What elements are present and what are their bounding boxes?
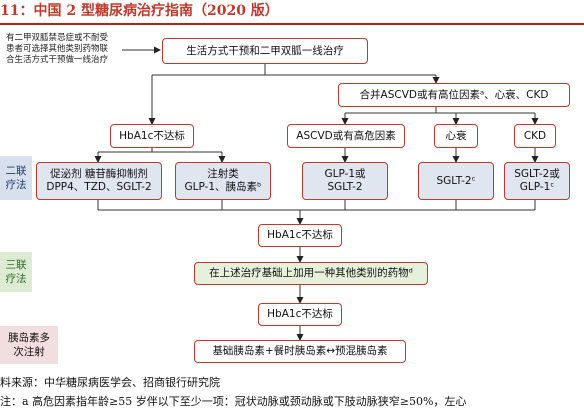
injectables-line-1: 注射类 — [207, 168, 239, 180]
injectables-line-2: GLP-1、胰岛素ᵇ — [184, 181, 262, 193]
glp1-or-sglt2-box: GLP-1或 SGLT-2 — [302, 162, 388, 200]
insulin-regimen-box: 基础胰岛素+餐时胰岛素↔预混胰岛素 — [194, 340, 406, 363]
ascvd-box: ASCVD或有高危因素 — [287, 124, 405, 148]
oral-agents-line-1: 促泌剂 糖苷酶抑制剂 — [50, 168, 148, 180]
sglt2-box: SGLT-2ᶜ — [418, 162, 494, 200]
insulin-therapy-label-line-2: 次注射 — [13, 346, 45, 358]
notes-footnote: 注：a 高危因素指年龄≥55 岁伴以下至少一项：冠状动脉或颈动脉或下肢动脉狭窄≥… — [0, 395, 467, 408]
dual-therapy-label-line-1: 二联 — [5, 165, 27, 177]
oral-agents-box: 促泌剂 糖苷酶抑制剂 DPP4、TZD、SGLT-2 — [36, 162, 162, 200]
glp1-or-sglt2-line-2: SGLT-2 — [327, 181, 363, 193]
title-divider — [0, 23, 584, 25]
top-note-line-1: 有二甲双胍禁忌症或不耐受 — [6, 33, 109, 43]
insulin-therapy-label: 胰岛素多 次注射 — [0, 326, 58, 364]
glp1-or-sglt2-line-1: GLP-1或 — [324, 168, 366, 180]
combined-conditions-box: 合并ASCVD或有高位因素ᵃ、心衰、CKD — [338, 83, 570, 107]
triple-therapy-label-line-2: 疗法 — [5, 273, 27, 285]
hba1c-not-met-box-3: HbA1c不达标 — [258, 303, 342, 326]
top-note-line-2: 患者可选择其他类别药物联 — [6, 44, 109, 54]
ckd-therapy-line-2: GLP-1ᶜ — [519, 181, 555, 193]
heart-failure-box: 心衰 — [434, 124, 478, 148]
triple-therapy-box: 在上述治疗基础上加用一种其他类别的药物ᵈ — [194, 262, 428, 285]
hba1c-not-met-box-2: HbA1c不达标 — [258, 224, 342, 247]
page-title: 11：中国 2 型糖尿病治疗指南（2020 版） — [0, 3, 279, 19]
ckd-box: CKD — [514, 124, 556, 148]
oral-agents-line-2: DPP4、TZD、SGLT-2 — [46, 181, 152, 193]
ckd-therapy-box: SGLT-2或 GLP-1ᶜ — [504, 162, 570, 200]
hba1c-not-met-box-1: HbA1c不达标 — [110, 124, 194, 148]
source-footnote: 料来源：中华糖尿病医学会、招商银行研究院 — [0, 376, 220, 389]
injectables-box: 注射类 GLP-1、胰岛素ᵇ — [175, 162, 271, 200]
insulin-therapy-label-line-1: 胰岛素多 — [8, 332, 50, 344]
dual-therapy-label-line-2: 疗法 — [5, 179, 27, 191]
triple-therapy-label-line-1: 三联 — [5, 259, 27, 271]
ckd-therapy-line-1: SGLT-2或 — [514, 168, 560, 180]
dual-therapy-label: 二联 疗法 — [0, 156, 32, 200]
first-line-therapy-box: 生活方式干预和二甲双胍一线治疗 — [162, 38, 368, 64]
triple-therapy-label: 三联 疗法 — [0, 252, 32, 292]
top-note-line-3: 合生活方式干预做一线治疗 — [6, 55, 109, 65]
